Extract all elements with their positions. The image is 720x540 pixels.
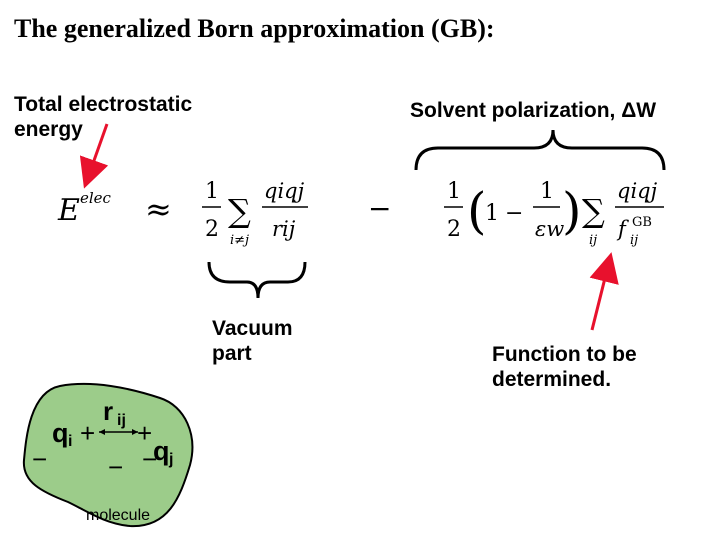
term2-denominator-superscript: GB — [632, 215, 652, 230]
function-label-line2: determined. — [492, 368, 612, 391]
sum-subscript-1: i≠j — [230, 233, 249, 248]
term2-denominator-subscript: ij — [630, 233, 638, 248]
lhs-superscript: elec — [80, 189, 112, 207]
page-title: The generalized Born approximation (GB): — [14, 14, 495, 43]
charge-qj-subscript: j — [168, 451, 173, 468]
approx-symbol: ≈ — [145, 190, 172, 228]
inner-minus: − — [505, 201, 523, 226]
lhs-symbol: E — [57, 193, 80, 228]
term2-numerator: qiqj — [617, 179, 658, 203]
minus-left: − — [32, 444, 47, 474]
charge-qi-subscript: i — [68, 433, 72, 450]
vacuum-part-label-line2: part — [212, 342, 252, 365]
half2-denominator: 2 — [447, 217, 461, 242]
function-label: Function to be determined. — [492, 342, 637, 392]
total-energy-label-line2: energy — [14, 118, 83, 141]
solvent-polarization-label: Solvent polarization, ΔW — [410, 99, 657, 122]
total-energy-label: Total electrostatic energy — [14, 92, 192, 142]
distance-rij-subscript: ij — [117, 412, 126, 429]
inner-one: 1 — [485, 201, 499, 226]
function-arrow — [589, 252, 619, 331]
total-energy-arrow — [79, 123, 109, 189]
term1-numerator: qiqj — [264, 179, 305, 203]
eps-denominator: εw — [535, 217, 564, 241]
molecule-diagram: q i + r ij + q j − − − molecule — [22, 382, 194, 528]
qj-plus: + — [137, 418, 152, 448]
molecule-blob — [22, 382, 194, 528]
paren-open: ( — [467, 182, 487, 240]
solvent-brace — [414, 129, 666, 171]
charge-qj: q — [153, 436, 170, 466]
charge-qi: q — [52, 418, 69, 448]
qi-plus: + — [80, 418, 95, 448]
function-label-line1: Function to be — [492, 343, 637, 366]
distance-arrow-head-right — [132, 429, 138, 435]
minus-sign: − — [368, 192, 391, 225]
half-denominator: 2 — [205, 217, 219, 242]
sum-symbol-1: ∑ — [228, 192, 251, 230]
eps-numerator: 1 — [540, 179, 554, 204]
distance-rij: r — [103, 396, 113, 426]
term2-denominator: f — [616, 217, 629, 241]
minus-right: − — [142, 444, 157, 474]
vacuum-part-label-line1: Vacuum — [212, 317, 293, 340]
paren-close: ) — [562, 182, 582, 240]
gb-equation: E elec ≈ 1 2 ∑ i≠j qiqj rij − 1 2 ( 1 − … — [57, 179, 664, 248]
distance-arrow-head-left — [99, 429, 105, 435]
half-numerator: 1 — [205, 179, 219, 204]
total-energy-label-line1: Total electrostatic — [14, 93, 193, 116]
term1-denominator: rij — [272, 217, 296, 241]
vacuum-brace — [207, 261, 307, 299]
sum-symbol-2: ∑ — [582, 192, 605, 230]
molecule-label: molecule — [86, 507, 150, 524]
half2-numerator: 1 — [447, 179, 461, 204]
vacuum-part-label: Vacuum part — [212, 316, 293, 366]
sum-subscript-2: ij — [589, 233, 597, 248]
minus-mid: − — [108, 452, 123, 482]
